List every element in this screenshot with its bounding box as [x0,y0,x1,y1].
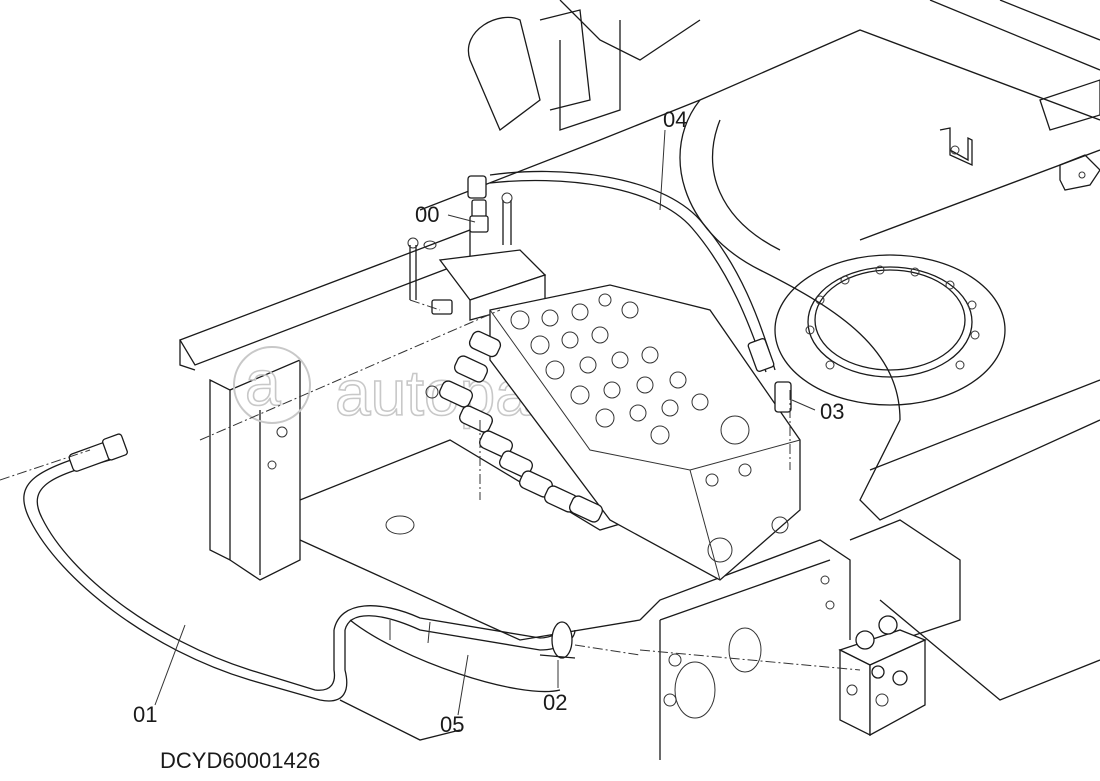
drawing-code: DCYD60001426 [160,748,321,773]
hose-05 [333,605,576,651]
solenoid-valve-block [838,615,927,737]
callout-05: 05 [440,712,464,737]
fitting [423,199,489,315]
upper-frame [179,0,1100,760]
callout-04: 04 [663,107,687,132]
callout-00: 00 [415,202,439,227]
clamp [539,621,576,659]
assembly-lines [0,299,861,671]
hose-01 [23,433,348,702]
hose-04 [467,170,792,413]
swing-bearing-ring [774,254,1006,406]
callout-03: 03 [820,399,844,424]
callout-01: 01 [133,702,157,727]
svg-text:a: a [245,347,281,419]
callout-02: 02 [543,690,567,715]
mounting-bracket [939,127,1100,191]
leader-lines [154,129,816,716]
control-valve-block [407,192,801,581]
